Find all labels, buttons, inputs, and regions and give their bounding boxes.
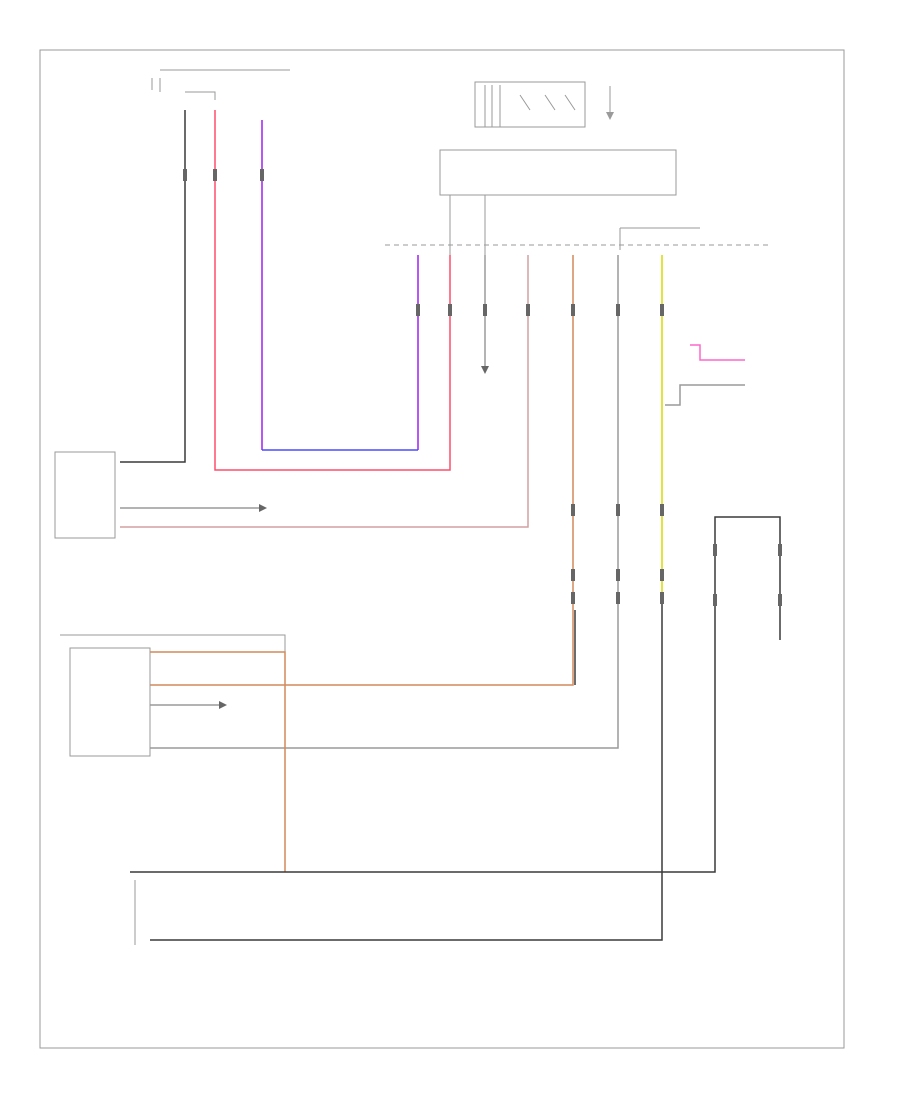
connector-segment bbox=[260, 169, 264, 181]
connector-segment bbox=[713, 544, 717, 556]
fuse-panel bbox=[151, 69, 290, 100]
connector-segment bbox=[483, 304, 487, 316]
connector-segment bbox=[526, 304, 530, 316]
light-switch-module bbox=[54, 451, 267, 539]
connector-segment bbox=[616, 504, 620, 516]
wire-ground-arrow bbox=[481, 366, 489, 374]
connector-segment bbox=[616, 304, 620, 316]
connector-segment bbox=[183, 169, 187, 181]
wire-black-license bbox=[150, 600, 663, 941]
switch-block bbox=[474, 81, 614, 128]
connector-segment bbox=[416, 304, 420, 316]
connector-segment bbox=[778, 544, 782, 556]
connector-segment bbox=[713, 594, 717, 606]
connector-segment bbox=[571, 569, 575, 581]
connector-segment bbox=[616, 569, 620, 581]
wire-gray-red-light bbox=[120, 255, 529, 528]
wire-fuse-black bbox=[120, 110, 186, 463]
connector-segment bbox=[571, 304, 575, 316]
connector-segment bbox=[778, 594, 782, 606]
diagram-frame bbox=[39, 49, 845, 1049]
tailgate-switch-module bbox=[60, 634, 286, 872]
connector-segment bbox=[448, 304, 452, 316]
connector-segment bbox=[213, 169, 217, 181]
connector-segment bbox=[660, 592, 664, 604]
connector-segment bbox=[616, 592, 620, 604]
connector-segment bbox=[660, 304, 664, 316]
connector-segment bbox=[571, 504, 575, 516]
wire-gray-ground2 bbox=[150, 255, 619, 749]
bcm-leads bbox=[449, 195, 486, 255]
right-module-connection bbox=[665, 344, 745, 406]
connector-segment bbox=[660, 569, 664, 581]
wire-brown-tailgate bbox=[150, 255, 574, 686]
connector-segments bbox=[183, 169, 782, 606]
wire-fuse-red bbox=[214, 110, 451, 471]
connector-segment bbox=[660, 504, 664, 516]
body-control-module bbox=[439, 149, 677, 196]
license-lamp-wiring bbox=[130, 516, 781, 945]
connector-segment bbox=[571, 592, 575, 604]
